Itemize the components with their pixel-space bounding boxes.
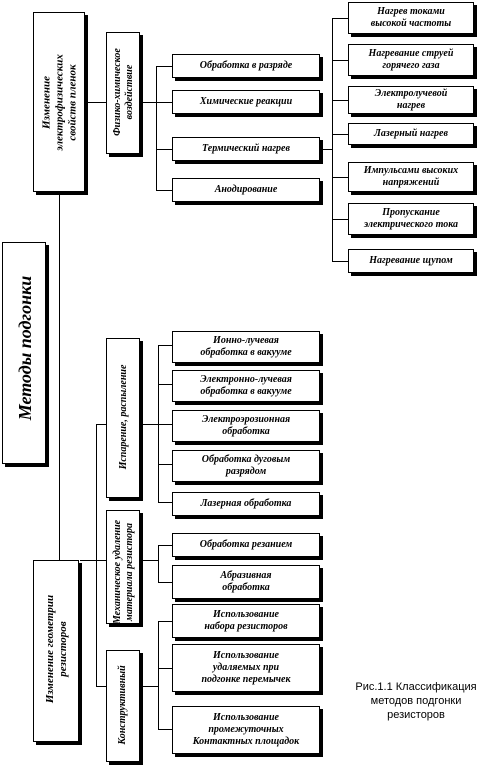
connector-t5 — [332, 177, 348, 178]
connector-a2 — [156, 102, 172, 103]
connector-trunk-left — [59, 192, 60, 742]
connector-g2-s1 — [96, 424, 106, 425]
thermal-box-ebeam: Электролучевой нагрев — [348, 86, 474, 114]
connector-d1 — [158, 621, 172, 622]
thermal-box-gas: Нагревание струей горячего газа — [348, 44, 474, 76]
method-box-discharge: Обработка в разряде — [172, 54, 320, 78]
thermal-label: Импульсами высоких напряжений — [363, 165, 459, 188]
connector-a1 — [156, 66, 172, 67]
group2-sub-evaporation-label: Испарение, распыление — [118, 364, 129, 470]
connector-t7 — [332, 261, 348, 262]
connector-thermal-out — [320, 149, 332, 150]
method-label: Обработка в разряде — [199, 60, 293, 71]
connector-g2-1 — [80, 560, 96, 561]
connector-s2-out — [140, 560, 158, 561]
connector-s3-bus — [158, 621, 159, 729]
connector-s2-bus — [158, 545, 159, 582]
constr-label: Использование промежуточных Контактных п… — [192, 712, 300, 747]
constr-label: Использование набора резисторов — [204, 609, 288, 632]
connector-sub1-bus — [156, 66, 157, 190]
connector-c2 — [158, 582, 172, 583]
connector-t3 — [332, 100, 348, 101]
thermal-label: Нагревание струей горячего газа — [368, 48, 454, 71]
thermal-label: Нагревание щупом — [369, 255, 453, 266]
evap-label: Электроэрозионная обработка — [201, 414, 291, 437]
evap-label: Ионно-лучевая обработка в вакууме — [200, 335, 292, 358]
evap-box-arc: Обработка дуговым разрядом — [172, 450, 320, 482]
connector-b3 — [158, 424, 172, 425]
group2-box: Изменение геометрии резисторов — [33, 560, 79, 742]
connector-group2-bus — [96, 424, 97, 686]
connector-b2 — [158, 384, 172, 385]
connector-b4 — [158, 464, 172, 465]
connector-g2-s3 — [96, 686, 106, 687]
evap-box-erosion: Электроэрозионная обработка — [172, 410, 320, 442]
connector-t6 — [332, 219, 348, 220]
connector-d3 — [158, 729, 172, 730]
thermal-box-laser: Лазерный нагрев — [348, 123, 474, 145]
connector-group1-to-sub — [86, 102, 106, 103]
evap-label: Обработка дуговым разрядом — [201, 454, 291, 477]
group2-sub-mechanical: Механическое удаление материала резистор… — [106, 510, 140, 624]
connector-b5 — [158, 502, 172, 503]
figure-caption: Рис.1.1 Классификация методов подгонки р… — [355, 681, 477, 721]
thermal-box-probe: Нагревание щупом — [348, 249, 474, 273]
method-label: Термический нагрев — [202, 143, 290, 154]
connector-s3-out — [140, 686, 158, 687]
constr-label: Использование удаляемых при подгонке пер… — [201, 650, 291, 685]
evap-box-laser: Лазерная обработка — [172, 492, 320, 516]
evap-box-electron: Электронно-лучевая обработка в вакууме — [172, 370, 320, 402]
thermal-box-pulse: Импульсами высоких напряжений — [348, 162, 474, 192]
method-label: Химические реакции — [199, 96, 293, 107]
thermal-label: Нагрев токами высокой частоты — [370, 6, 452, 29]
evap-box-ion: Ионно-лучевая обработка в вакууме — [172, 331, 320, 363]
method-box-chemical: Химические реакции — [172, 90, 320, 114]
group1-label: Изменение электрофизических свойств плен… — [40, 54, 79, 151]
method-box-anodizing: Анодирование — [172, 178, 320, 202]
constr-box-set: Использование набора резисторов — [172, 604, 320, 638]
evap-label: Лазерная обработка — [200, 498, 292, 509]
connector-a3 — [156, 149, 172, 150]
connector-d2 — [158, 668, 172, 669]
thermal-label: Лазерный нагрев — [374, 128, 448, 139]
constr-box-jumpers: Использование удаляемых при подгонке пер… — [172, 644, 320, 692]
connector-g2-s2 — [96, 560, 106, 561]
group2-sub-mechanical-label: Механическое удаление материала резистор… — [112, 519, 135, 624]
group2-sub-constructive-label: Конструктивный — [117, 665, 128, 745]
mech-box-cutting: Обработка резанием — [172, 533, 320, 557]
thermal-label: Пропускание электрического тока — [363, 207, 459, 230]
connector-t4 — [332, 134, 348, 135]
group1-sub-box: Физико-химическое воздействие — [106, 32, 140, 154]
thermal-box-hf: Нагрев токами высокой частоты — [348, 2, 474, 34]
thermal-box-current: Пропускание электрического тока — [348, 203, 474, 235]
mech-label: Обработка резанием — [199, 539, 293, 550]
connector-c1 — [158, 545, 172, 546]
connector-s1-bus — [158, 345, 159, 502]
connector-thermal-bus — [332, 18, 333, 262]
mech-label: Абразивная обработка — [220, 570, 272, 593]
connector-b1 — [158, 345, 172, 346]
connector-a4 — [156, 190, 172, 191]
connector-t1 — [332, 18, 348, 19]
method-box-thermal: Термический нагрев — [172, 137, 320, 161]
group2-sub-constructive: Конструктивный — [106, 650, 140, 762]
group1-box: Изменение электрофизических свойств плен… — [33, 12, 85, 192]
root-box: Методы подгонки — [2, 242, 46, 464]
group2-label: Изменение геометрии резисторов — [44, 594, 69, 704]
connector-t2 — [332, 60, 348, 61]
root-label: Методы подгонки — [15, 275, 35, 421]
connector-s1-out — [140, 424, 158, 425]
connector-sub1-out — [140, 102, 156, 103]
evap-label: Электронно-лучевая обработка в вакууме — [200, 374, 292, 397]
mech-box-abrasive: Абразивная обработка — [172, 565, 320, 599]
method-label: Анодирование — [214, 184, 278, 195]
group1-sub-label: Физико-химическое воздействие — [112, 48, 135, 136]
group2-sub-evaporation: Испарение, распыление — [106, 338, 140, 498]
thermal-label: Электролучевой нагрев — [374, 88, 448, 111]
constr-box-pads: Использование промежуточных Контактных п… — [172, 706, 320, 754]
